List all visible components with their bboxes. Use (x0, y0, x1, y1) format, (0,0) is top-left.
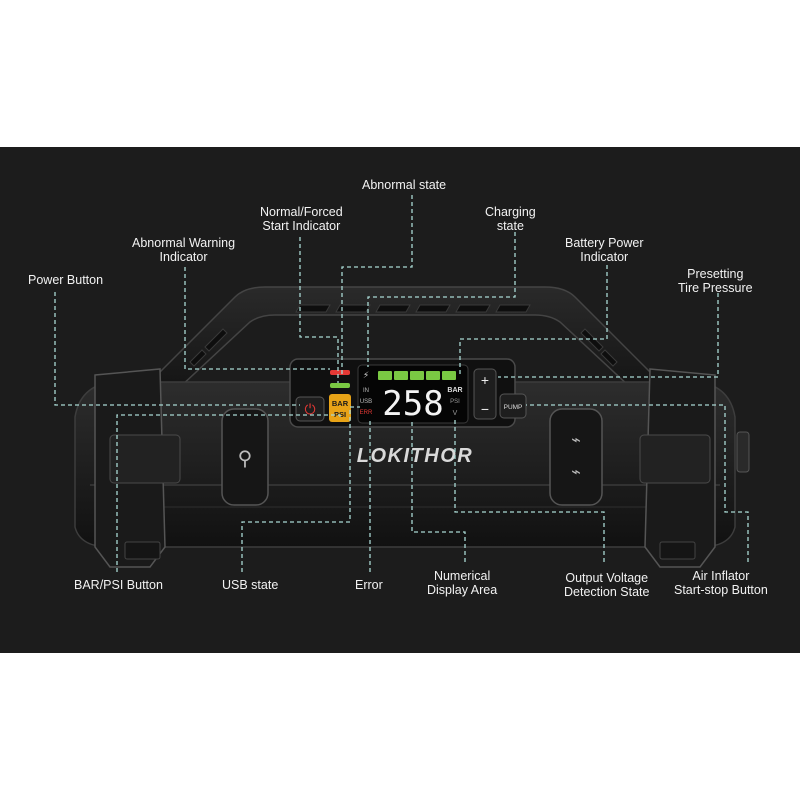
normal-forced-led (330, 383, 350, 388)
diagram-panel: ⚲ ⌁ ⌁ ⏻ BAR PSI ⚡ IN USB ERR 258 BAR PSI… (0, 147, 800, 653)
label-abnormal-warning: Abnormal Warning Indicator (132, 236, 236, 264)
label-usb-state: USB state (222, 578, 279, 592)
battery-segment (410, 371, 424, 380)
lcd-digits: 258 (382, 384, 443, 424)
label-bar-psi-button: BAR/PSI Button (74, 578, 163, 592)
lcd-err: ERR (360, 410, 373, 416)
bar-psi-button-top: BAR (332, 399, 349, 408)
label-error: Error (355, 578, 383, 592)
pump-label: PUMP (504, 404, 523, 411)
clamp-icon: ⚲ (238, 446, 253, 470)
label-power-button: Power Button (28, 273, 104, 287)
lcd-usb: USB (360, 399, 372, 405)
brand-logo: LOKITHOR (357, 445, 473, 467)
device-illustration: ⚲ ⌁ ⌁ ⏻ BAR PSI ⚡ IN USB ERR 258 BAR PSI… (54, 195, 750, 572)
battery-segment (378, 371, 392, 380)
charging-bolt-icon: ⚡ (363, 371, 369, 381)
usb-a-icon: ⌁ (571, 430, 581, 449)
label-presetting-tire-pressure: Presetting Tire Pressure (678, 267, 753, 295)
label-battery-power: Battery Power Indicator (565, 236, 644, 264)
battery-segment (394, 371, 408, 380)
usb-ports (549, 408, 603, 506)
leader-lines (54, 195, 749, 572)
label-output-voltage: Output Voltage Detection State (564, 571, 650, 599)
minus-sign: − (481, 401, 489, 417)
battery-level-bars (378, 371, 456, 380)
abnormal-warning-led (330, 370, 350, 375)
clamp-port (221, 408, 269, 506)
usb-c-icon: ⌁ (571, 462, 581, 481)
label-abnormal-state: Abnormal state (362, 178, 447, 192)
battery-segment (442, 371, 456, 380)
pump-button[interactable] (499, 393, 527, 419)
plus-sign: + (481, 372, 489, 388)
battery-segment (426, 371, 440, 380)
label-air-inflator: Air Inflator Start-stop Button (674, 569, 768, 597)
label-charging-state: Charging state (485, 205, 536, 233)
label-normal-forced-start: Normal/Forced Start Indicator (260, 205, 343, 233)
lcd-unit-bar: BAR (447, 387, 462, 394)
power-icon: ⏻ (304, 402, 315, 418)
lcd-unit-psi: PSI (450, 399, 460, 405)
preset-plus-minus-button[interactable] (473, 368, 497, 420)
label-numerical-display: Numerical Display Area (427, 569, 498, 597)
lcd-in: IN (363, 388, 369, 394)
handle-grip-slots (189, 304, 618, 367)
lcd-volt: V (453, 410, 458, 417)
